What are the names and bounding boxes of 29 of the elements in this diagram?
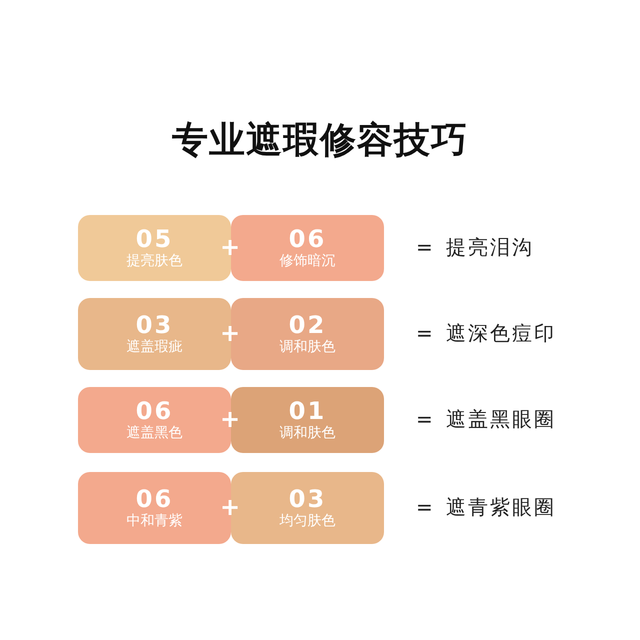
result-text: 遮盖黑眼圈 — [446, 406, 556, 433]
card-label: 调和肤色 — [280, 338, 336, 356]
plus-sign: + — [220, 233, 240, 261]
card-number: 06 — [136, 486, 174, 512]
card-label: 均匀肤色 — [280, 512, 336, 530]
card-label: 中和青紫 — [126, 512, 182, 530]
equals-sign: = — [416, 235, 433, 259]
card-number: 06 — [136, 398, 174, 424]
card-number: 06 — [288, 226, 326, 252]
card-number: 05 — [136, 226, 174, 252]
result-text: 遮青紫眼圈 — [446, 494, 556, 521]
equals-sign: = — [416, 495, 433, 519]
equals-sign: = — [416, 321, 433, 345]
card-label: 调和肤色 — [280, 424, 336, 442]
plus-sign: + — [220, 319, 240, 347]
card-number: 02 — [288, 312, 326, 338]
card-number: 03 — [288, 486, 326, 512]
card-label: 遮盖黑色 — [126, 424, 182, 442]
plus-sign: + — [220, 493, 240, 521]
result-text: 遮深色痘印 — [446, 320, 556, 347]
equals-sign: = — [416, 407, 433, 431]
card-label: 遮盖瑕疵 — [126, 338, 182, 356]
card-number: 01 — [288, 398, 326, 424]
plus-sign: + — [220, 405, 240, 433]
title: 专业遮瑕修容技巧 — [171, 119, 469, 163]
card-label: 修饰暗沉 — [280, 252, 336, 270]
card-number: 03 — [136, 312, 174, 338]
card-label: 提亮肤色 — [126, 252, 182, 270]
result-text: 提亮泪沟 — [446, 234, 534, 261]
